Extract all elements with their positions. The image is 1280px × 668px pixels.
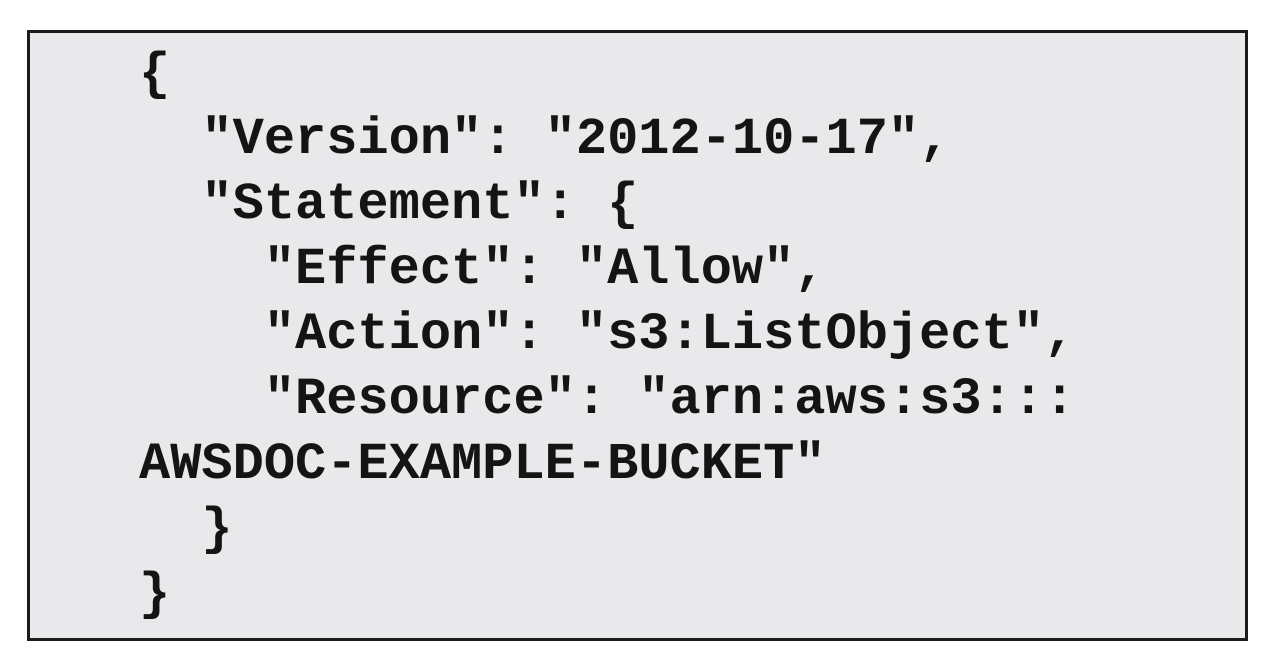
code-line: { [139, 45, 171, 104]
code-line: "Effect": "Allow", [139, 240, 826, 299]
code-line: AWSDOC-EXAMPLE-BUCKET" [139, 435, 826, 494]
code-line: } [139, 500, 233, 559]
code-line: "Resource": "arn:aws:s3::: [139, 370, 1076, 429]
code-line: "Statement": { [139, 175, 639, 234]
code-line: "Version": "2012-10-17", [139, 110, 951, 169]
code-line: "Action": "s3:ListObject", [139, 305, 1076, 364]
code-line: } [139, 565, 171, 624]
policy-code-block: { "Version": "2012-10-17", "Statement": … [27, 30, 1248, 641]
